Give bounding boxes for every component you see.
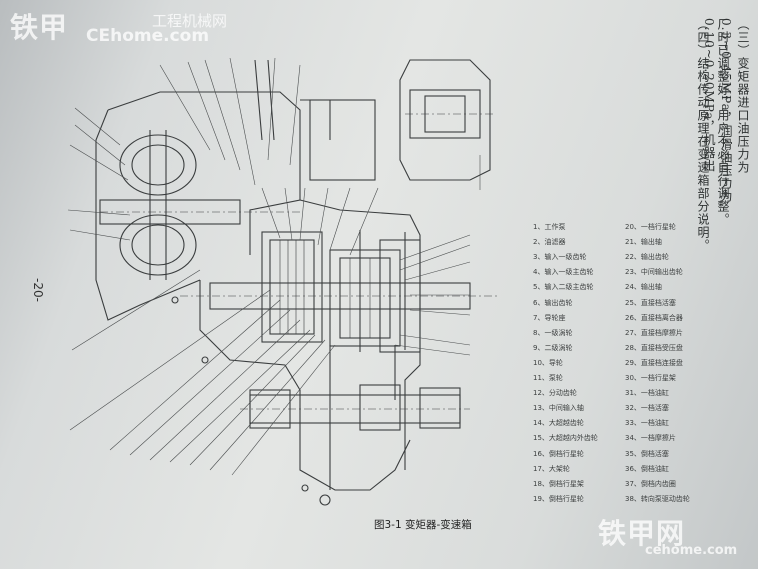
legend-item: 31、一档油缸 (625, 389, 669, 398)
body-paragraph-3: （四）结构传动原理在变速箱部分说明。 (696, 18, 710, 252)
legend-item: 7、导轮座 (533, 313, 566, 322)
legend-item: 20、一档行星轮 (625, 223, 676, 231)
legend-item: 32、一档活塞 (625, 404, 669, 413)
watermark-url-bottom: cehome.com (645, 543, 738, 558)
legend-item: 24、输出轴 (625, 283, 662, 292)
legend-item: 11、泵轮 (533, 374, 563, 382)
legend-item: 18、倒档行星架 (533, 479, 584, 488)
legend-item: 27、直接档摩擦片 (625, 328, 683, 337)
legend-item: 12、分动齿轮 (533, 389, 577, 398)
watermark-url-top: CEhome.com (86, 26, 210, 46)
legend-item: 4、输入一级主齿轮 (533, 268, 594, 277)
legend-item: 14、大超越齿轮 (533, 419, 584, 428)
legend-item: 25、直接档活塞 (625, 298, 676, 307)
legend-item: 1、工作泵 (533, 223, 566, 231)
legend-item: 26、直接档离合器 (625, 313, 683, 322)
legend-item: 9、二级涡轮 (533, 343, 573, 352)
legend-item: 35、倒档活塞 (625, 449, 669, 458)
legend-item: 38、转向泵驱动齿轮 (625, 494, 690, 503)
legend-item: 30、一档行星架 (625, 374, 676, 382)
legend-item: 6、输出齿轮 (533, 298, 573, 307)
legend-item: 36、倒档油缸 (625, 464, 669, 473)
watermark-logo-bottom: 铁甲网 (598, 517, 686, 550)
legend-item: 13、中间输入轴 (533, 404, 584, 413)
legend-item: 29、直接档连接盘 (625, 358, 683, 367)
legend-item: 34、一档摩擦片 (625, 434, 676, 443)
legend-item: 16、倒档行星轮 (533, 449, 584, 458)
legend-item: 33、一档油缸 (625, 419, 669, 428)
legend-item: 2、油滤器 (533, 238, 566, 247)
body-paragraph-2: 厂时已调整好，用户不必自行调整。 (716, 18, 730, 226)
vertical-body-text: （三）变矩器进口油压力为 0.3~0.45MPa，润滑油压力为 0.10~0.2… (617, 18, 752, 268)
legend-item: 17、大架轮 (533, 464, 570, 473)
legend-item: 19、倒档行星轮 (533, 494, 584, 503)
legend-item: 8、一级涡轮 (533, 328, 573, 337)
legend-item: 21、输出轴 (625, 238, 662, 247)
figure-caption: 图3-1 变矩器-变速箱 (374, 519, 472, 531)
legend-item: 10、导轮 (533, 358, 563, 367)
legend-item: 28、直接档受压盘 (625, 343, 683, 352)
watermark-subtitle-top: 工程机械网 (152, 12, 228, 30)
legend-item: 22、输出齿轮 (625, 253, 669, 262)
watermark-logo-top: 铁甲 (10, 11, 69, 44)
legend-item: 3、输入一级齿轮 (533, 253, 587, 262)
page-number: -20- (31, 278, 45, 302)
legend-item: 37、倒档内齿圈 (625, 479, 676, 488)
parts-legend: 1、工作泵 2、油滤器 3、输入一级齿轮 4、输入一级主齿轮 5、输入二级主齿轮 6、输出… (533, 222, 703, 512)
legend-item: 23、中间输出齿轮 (625, 268, 683, 277)
legend-item: 15、大超越内外齿轮 (533, 434, 598, 443)
legend-item: 5、输入二级主齿轮 (533, 283, 594, 292)
body-paragraph-1: （三）变矩器进口油压力为 0.3~0.45MPa，润滑油压力为 0.10~0.2… (702, 18, 750, 203)
